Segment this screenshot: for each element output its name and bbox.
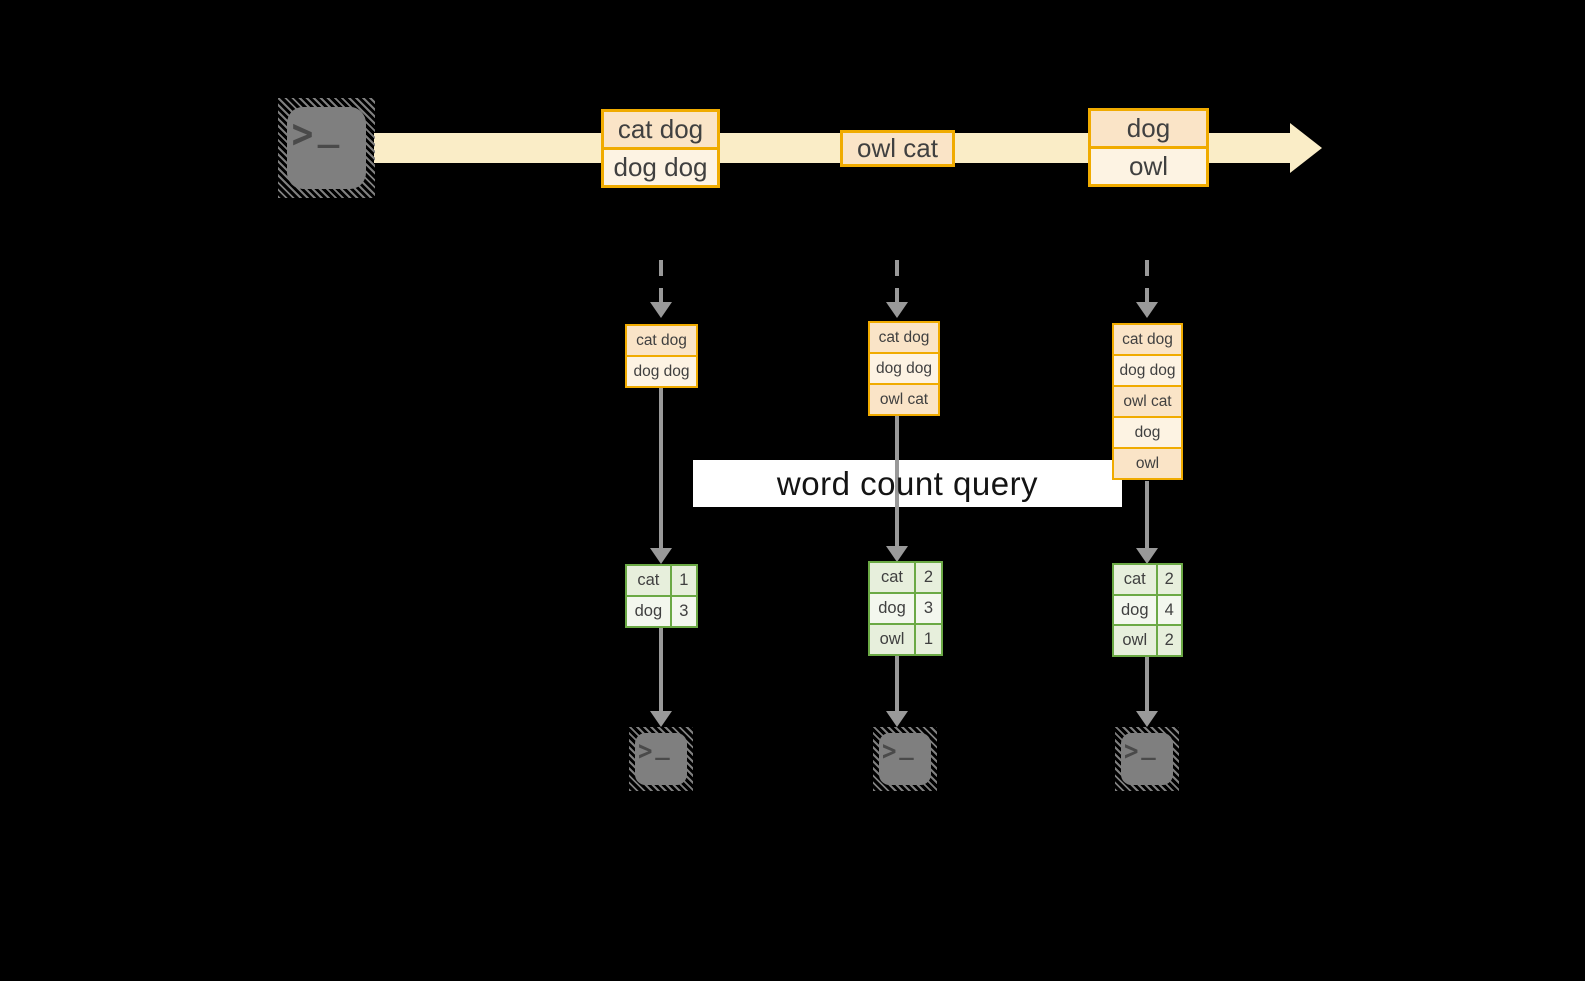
stream-record-cell: owl cat [843,133,952,164]
arrow-head-icon [650,711,672,727]
arrow-head-icon [1136,302,1158,318]
count-cell: 1 [914,625,941,654]
arrow-line [1145,657,1149,713]
arrow-head-icon [650,548,672,564]
terminal-source-icon: >_ [278,98,375,198]
arrow-line [895,656,899,713]
state-row: owl [1114,447,1181,478]
table-row: owl 2 [1114,624,1181,656]
table-row: dog 3 [627,595,696,626]
table-row: dog 3 [870,592,941,623]
word-cell: owl [1114,626,1156,656]
state-box-1: cat dog dog dog [625,324,698,388]
word-cell: cat [870,563,915,592]
word-cell: owl [870,625,915,654]
stream-record-3: dog owl [1088,108,1209,187]
terminal-prompt-icon: >_ [637,732,670,768]
arrow-head-icon [1136,548,1158,564]
table-row: dog 4 [1114,593,1181,625]
count-cell: 2 [1155,565,1181,594]
stream-record-cell: dog dog [604,147,717,185]
dashed-arrow-line [659,260,663,302]
arrow-head-icon [886,711,908,727]
stream-record-cell: dog [1091,111,1206,146]
count-cell: 3 [914,594,941,623]
arrow-head-icon [650,302,672,318]
count-cell: 1 [669,566,696,595]
query-banner [693,460,1122,507]
terminal-sink-1-icon: >_ [629,727,693,791]
state-row: dog dog [1114,354,1181,385]
dashed-arrow-line [895,260,899,302]
state-box-2: cat dog dog dog owl cat [868,321,940,416]
state-row: owl cat [1114,385,1181,416]
terminal-prompt-icon: >_ [291,107,340,159]
stream-arrow-head-icon [1290,123,1322,173]
arrow-head-icon [886,302,908,318]
stream-record-2: owl cat [840,130,955,167]
dashed-arrow-line [1145,260,1149,302]
terminal-prompt-icon: >_ [881,732,914,768]
table-row: owl 1 [870,623,941,654]
table-row: cat 1 [627,566,696,595]
table-row: cat 2 [1114,565,1181,594]
arrow-line [895,414,899,547]
terminal-sink-2-icon: >_ [873,727,937,791]
count-cell: 3 [669,597,696,626]
word-cell: dog [1114,595,1156,625]
stream-record-1: cat dog dog dog [601,109,720,188]
arrow-head-icon [1136,711,1158,727]
arrow-line [659,387,663,549]
arrow-line [659,628,663,713]
count-table-3: cat 2 dog 4 owl 2 [1112,563,1183,657]
terminal-sink-3-icon: >_ [1115,727,1179,791]
count-cell: 4 [1155,595,1181,625]
word-cell: cat [627,566,670,595]
state-row: cat dog [870,323,938,352]
count-cell: 2 [914,563,941,592]
table-row: cat 2 [870,563,941,592]
count-cell: 2 [1155,626,1181,656]
arrow-line [1145,481,1149,549]
state-row: cat dog [627,326,696,355]
terminal-screen [634,732,688,786]
state-row: owl cat [870,383,938,414]
state-row: dog [1114,416,1181,447]
word-cell: cat [1114,565,1156,594]
count-table-2: cat 2 dog 3 owl 1 [868,561,943,656]
word-cell: dog [627,597,670,626]
stream-record-cell: owl [1091,146,1206,184]
terminal-prompt-icon: >_ [1123,732,1156,768]
terminal-screen [1120,732,1174,786]
terminal-screen [286,107,367,189]
stream-record-cell: cat dog [604,112,717,147]
state-row: dog dog [627,355,696,386]
state-box-3: cat dog dog dog owl cat dog owl [1112,323,1183,480]
query-label: word count query [776,464,1039,502]
arrow-head-icon [886,546,908,562]
state-row: cat dog [1114,325,1181,354]
terminal-screen [878,732,932,786]
state-row: dog dog [870,352,938,383]
word-cell: dog [870,594,915,623]
count-table-1: cat 1 dog 3 [625,564,698,628]
